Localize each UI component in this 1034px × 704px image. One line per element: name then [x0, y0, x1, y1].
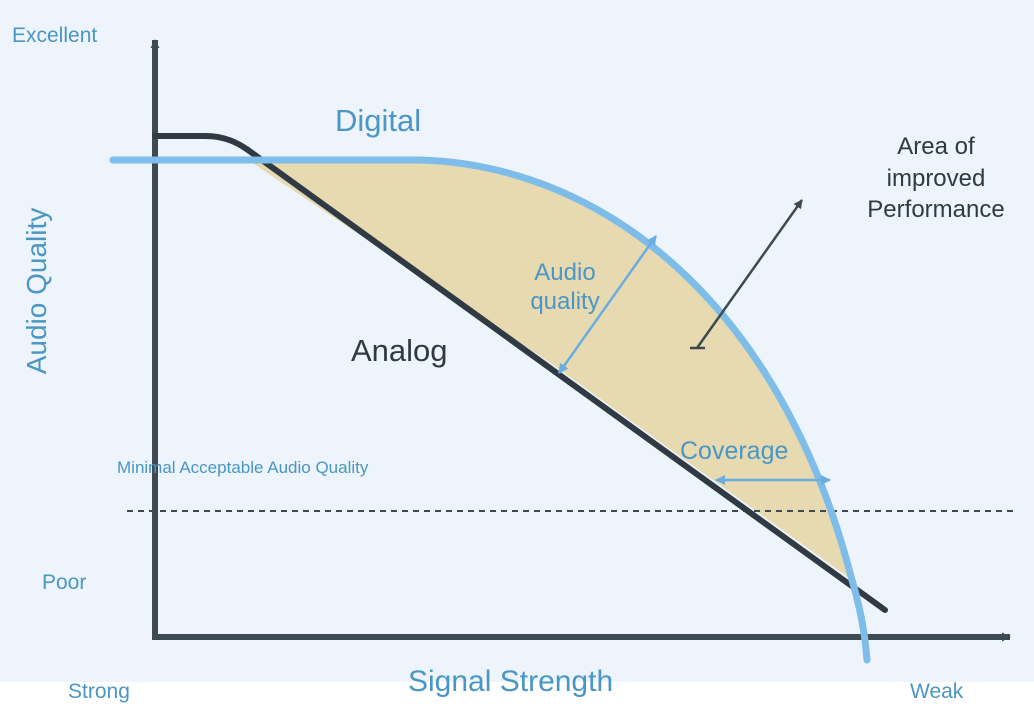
- x-axis-title: Signal Strength: [408, 665, 614, 698]
- analog-line-label: Analog: [351, 333, 448, 368]
- x-right-label: Weak: [910, 680, 964, 703]
- audio-quality-gap-line-2: quality: [530, 288, 600, 316]
- audio-quality-gap-line-1: Audio: [534, 259, 596, 286]
- y-top-label: Excellent: [12, 24, 98, 47]
- analog-line: [152, 133, 888, 613]
- threshold-label: Minimal Acceptable Audio Quality: [117, 458, 369, 477]
- improvement-area-label: Area of improved Performance: [844, 131, 1028, 226]
- digital-curve: [109, 156, 871, 664]
- improvement-arrow: [695, 199, 804, 349]
- coverage-label: Coverage: [680, 437, 789, 465]
- improvement-area-line-1: Area of: [897, 133, 975, 160]
- audio-quality-gap-label: Audio quality: [512, 258, 618, 317]
- audio-quality-gap-arrow: [557, 235, 658, 374]
- improvement-area-line-2: improved: [886, 164, 986, 192]
- improvement-shaded-area: [248, 160, 852, 580]
- y-bottom-label: Poor: [42, 571, 87, 594]
- digital-curve-label: Digital: [335, 103, 422, 138]
- improvement-area-line-3: Performance: [867, 196, 1005, 224]
- x-left-label: Strong: [68, 680, 130, 703]
- y-axis-title: Audio Quality: [20, 207, 52, 375]
